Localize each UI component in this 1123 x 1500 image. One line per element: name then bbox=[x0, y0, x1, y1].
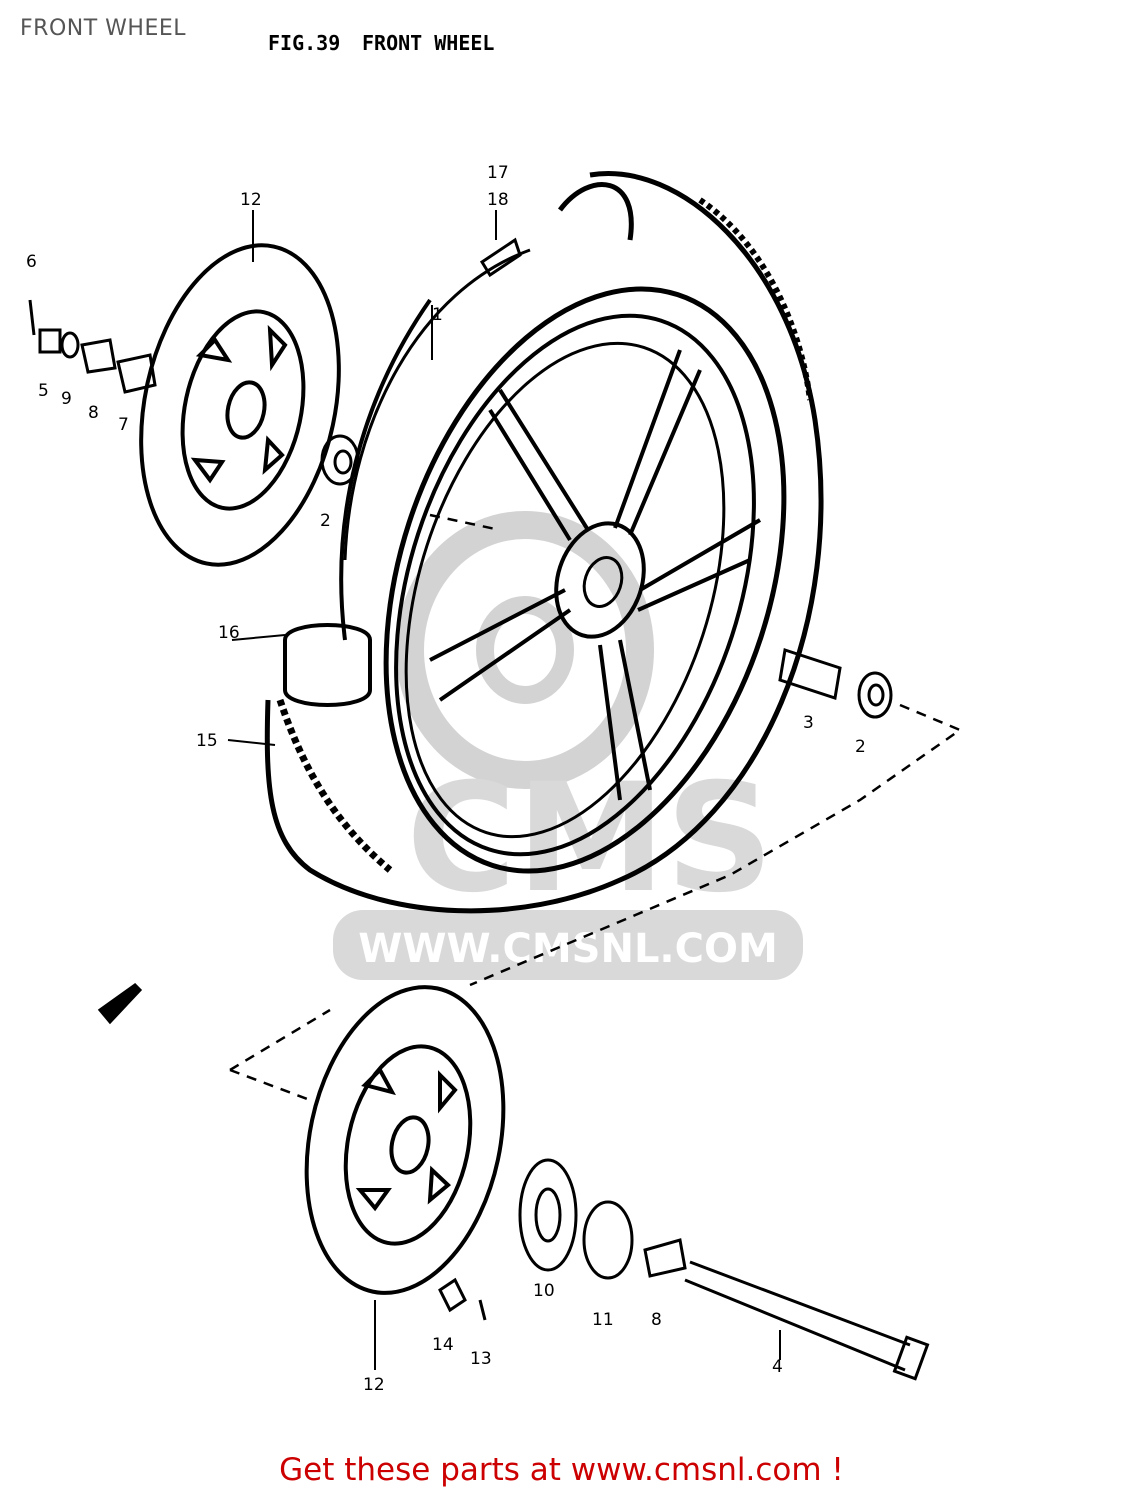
figure-title: FRONT WHEEL bbox=[362, 31, 494, 55]
callout-label: 8 bbox=[651, 1310, 662, 1330]
callout-leaders bbox=[227, 210, 781, 1370]
lower-brake-disc bbox=[304, 985, 506, 1295]
callout-label: 4 bbox=[772, 1357, 783, 1377]
callout-label: 11 bbox=[592, 1310, 614, 1330]
callout-label: 17 bbox=[487, 163, 509, 183]
callout-label: 2 bbox=[320, 511, 331, 531]
callout-label: 3 bbox=[803, 713, 814, 733]
callout-label: 10 bbox=[533, 1281, 555, 1301]
callout-label: 12 bbox=[363, 1375, 385, 1395]
callout-label: 6 bbox=[26, 252, 37, 272]
upper-brake-disc bbox=[139, 243, 341, 567]
page-title: FRONT WHEEL bbox=[20, 16, 186, 41]
leader-lines bbox=[229, 513, 963, 1102]
small-parts bbox=[28, 299, 930, 1381]
callout-label: 12 bbox=[240, 190, 262, 210]
callout-label: 1 bbox=[432, 305, 443, 325]
callout-label: 15 bbox=[196, 731, 218, 751]
watermark-url: WWW.CMSNL.COM bbox=[358, 926, 778, 972]
callout-label: 18 bbox=[487, 190, 509, 210]
wheel-assembly bbox=[264, 171, 824, 914]
callout-label: 14 bbox=[432, 1335, 454, 1355]
callout-label: 8 bbox=[88, 403, 99, 423]
callout-label: 2 bbox=[855, 737, 866, 757]
watermark-logo: CMS bbox=[406, 752, 773, 926]
callout-label: 13 bbox=[470, 1349, 492, 1369]
footer-cta-link[interactable]: Get these parts at www.cmsnl.com ! bbox=[279, 1452, 844, 1488]
callout-label: 5 bbox=[38, 381, 49, 401]
watermark-url-box bbox=[333, 910, 803, 980]
callout-labels: 1 2 2 3 4 5 6 7 8 8 9 10 11 12 12 13 14 … bbox=[26, 163, 866, 1395]
callout-label: 16 bbox=[218, 623, 240, 643]
figure-number: FIG.39 bbox=[268, 31, 340, 55]
callout-label: 9 bbox=[61, 389, 72, 409]
callout-label: 7 bbox=[118, 415, 129, 435]
